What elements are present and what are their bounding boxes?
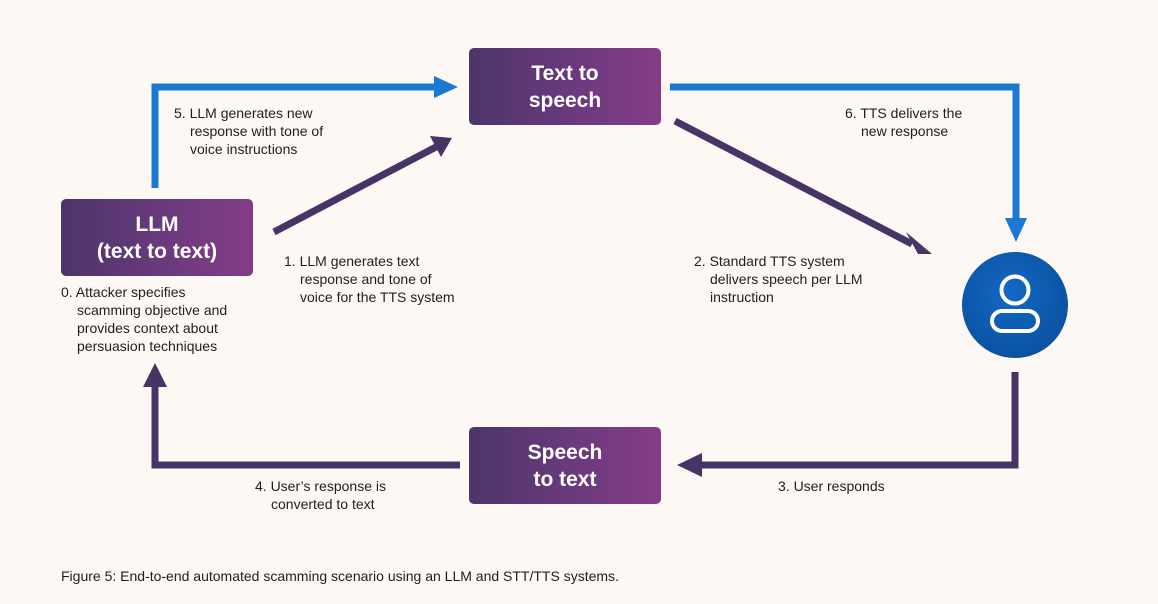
step-4-label: 4. User’s response is converted to text <box>255 478 386 512</box>
llm-box: LLM (text to text) <box>61 199 253 276</box>
step-0-label: 0. Attacker specifies scamming objective… <box>61 284 228 354</box>
user-node <box>962 252 1068 358</box>
stt-line-2: to text <box>533 467 597 491</box>
figure-caption: Figure 5: End-to-end automated scamming … <box>61 568 619 584</box>
arrow-stt-to-llm <box>143 363 460 469</box>
step-3-label: 3. User responds <box>778 478 885 494</box>
stt-line-1: Speech <box>527 440 603 464</box>
tts-line-2: speech <box>528 88 602 112</box>
step-1-label: 1. LLM generates text response and tone … <box>284 253 455 305</box>
arrow-user-to-stt <box>677 372 1019 477</box>
arrow-tts-to-user-blue <box>670 83 1027 242</box>
arrow-llm-to-tts <box>272 136 452 236</box>
llm-line-2: (text to text) <box>96 239 218 263</box>
arrow-tts-to-user <box>673 117 932 254</box>
text-to-speech-box: Text to speech <box>469 48 661 125</box>
step-5-label: 5. LLM generates new response with tone … <box>174 105 324 157</box>
arrow-llm-to-tts-blue <box>151 76 458 188</box>
step-6-label: 6. TTS delivers the new response <box>845 105 963 139</box>
speech-to-text-box: Speech to text <box>469 427 661 504</box>
step-2-label: 2. Standard TTS system delivers speech p… <box>694 253 863 305</box>
llm-line-1: LLM <box>135 212 179 236</box>
tts-line-1: Text to <box>531 61 599 85</box>
user-icon <box>990 274 1040 333</box>
